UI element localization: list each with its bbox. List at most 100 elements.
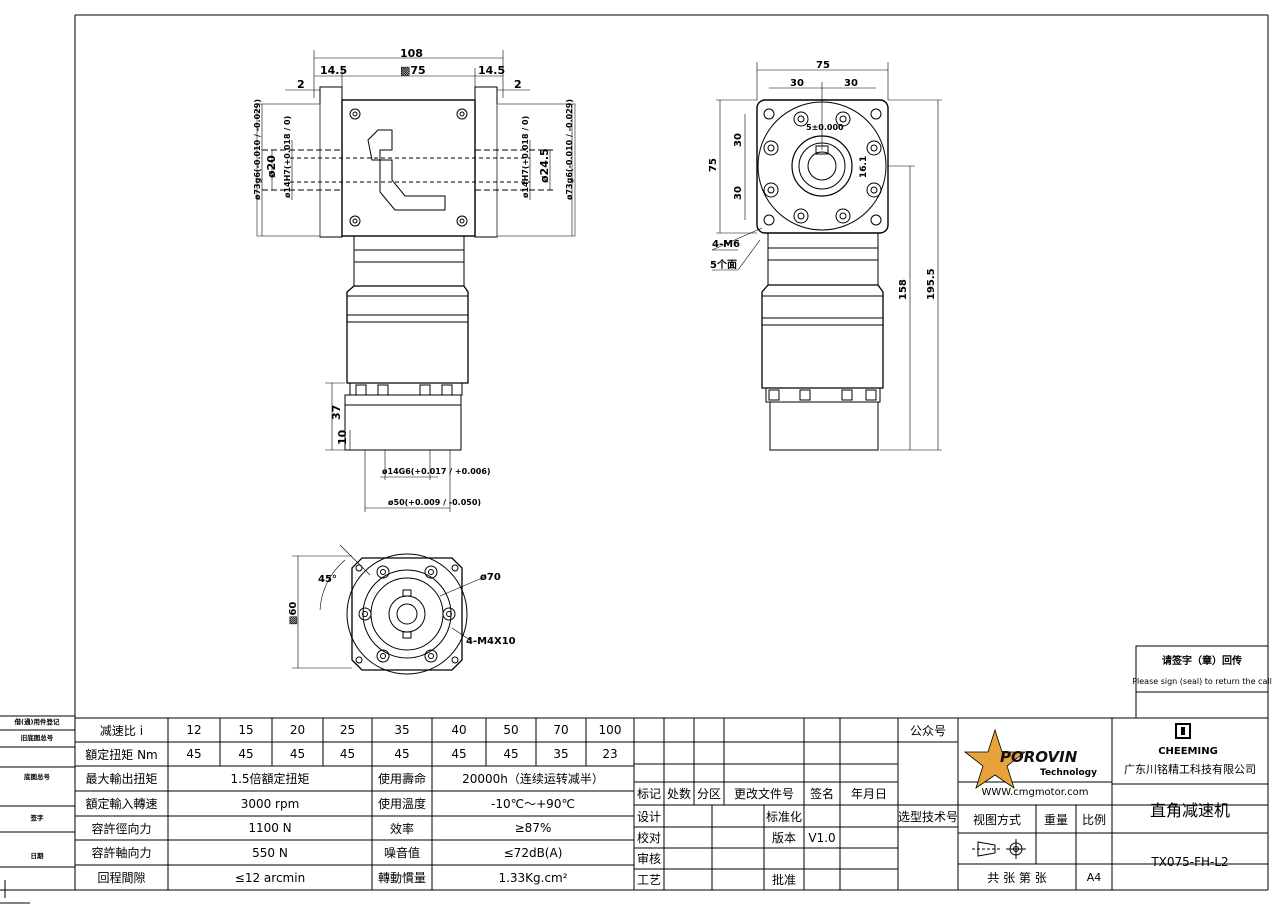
dim-v30a: 30 xyxy=(733,133,744,147)
torque-cell: 45 xyxy=(289,747,306,761)
spec-row-label2: 轉動慣量 xyxy=(377,871,426,885)
rev-review: 审核 xyxy=(637,852,662,866)
spec-row-value: 1100 N xyxy=(248,821,292,835)
spec-row-value2: -10℃～+90℃ xyxy=(491,797,575,811)
rev-design: 设计 xyxy=(637,809,662,824)
product-name: 直角减速机 xyxy=(1149,800,1230,820)
dim-offset-right: 14.5 xyxy=(478,64,505,77)
company-name: 广东川铭精工科技有限公司 xyxy=(1124,763,1256,776)
rev-mark: 标记 xyxy=(636,787,661,801)
dim-input-bore: ø14G6(+0.017 / +0.006) xyxy=(382,467,491,476)
front-view-labels: 108 14.5 ▩75 14.5 2 2 ø73g6(-0.010 / -0.… xyxy=(253,47,574,507)
dim-height-75: 75 xyxy=(708,158,719,172)
torque-cell: 45 xyxy=(238,747,254,761)
spec-row-label: 最大輸出扭矩 xyxy=(85,772,158,786)
dim-input-pilot: ø50(+0.009 / -0.050) xyxy=(388,498,481,507)
torque-cell: 35 xyxy=(553,747,569,761)
ratio-cell: 20 xyxy=(289,723,306,737)
brand-name: POROVIN xyxy=(1000,748,1078,766)
bottom-view xyxy=(292,544,483,675)
dim-pcd: ø70 xyxy=(480,572,501,583)
spec-table-grid xyxy=(75,717,1268,890)
sheet-count: 共 张 第 张 xyxy=(987,870,1047,885)
spec-row-label: 容許軸向力 xyxy=(91,846,152,860)
ratio-cell: 15 xyxy=(238,723,254,737)
label-5-faces: 5个面 xyxy=(710,258,737,271)
torque-cell: 45 xyxy=(503,747,519,761)
dim-158: 158 xyxy=(898,279,909,300)
dim-half-right: 30 xyxy=(844,78,858,89)
torque-cell: 45 xyxy=(339,747,356,761)
dim-side-width: 75 xyxy=(816,60,830,71)
side-view xyxy=(711,62,942,451)
spec-row-label2: 使用溫度 xyxy=(377,797,426,811)
rev-zone: 分区 xyxy=(696,787,721,801)
spec-row-value: 550 N xyxy=(252,845,288,860)
projection-symbol-icon xyxy=(972,839,1026,859)
spec-row-label: 回程間隙 xyxy=(97,871,146,885)
ratio-cell: 70 xyxy=(553,723,569,737)
website: WWW.cmgmotor.com xyxy=(981,786,1089,798)
public-account-label: 公众号 xyxy=(909,723,946,738)
ratio-cell: 100 xyxy=(598,723,622,737)
spec-row-value: ≤12 arcmin xyxy=(234,870,306,885)
bottom-view-labels: 45° ø70 ▩60 4-M4X10 xyxy=(288,572,516,647)
rev-version-value: V1.0 xyxy=(808,830,836,845)
view-method-label: 视图方式 xyxy=(972,812,1021,827)
paper-size: A4 xyxy=(1086,870,1102,884)
rev-version: 版本 xyxy=(771,831,796,845)
torque-cell: 45 xyxy=(394,747,410,761)
dim-shaft-right-b: ø24.5 xyxy=(538,148,551,183)
dim-shaft-right-c: ø73g6(-0.010 / -0.029) xyxy=(565,99,574,200)
dim-overall-width: 108 xyxy=(400,47,423,60)
rev-standardize: 标准化 xyxy=(765,809,802,824)
cheeming-logo: CHEEMING xyxy=(1158,723,1218,757)
dim-shaft-left-a: ø73g6(-0.010 / -0.029) xyxy=(253,99,262,200)
ratio-label: 减速比 i xyxy=(99,723,144,738)
spec-row-value2: 1.33Kg.cm² xyxy=(498,870,568,885)
dim-37: 37 xyxy=(330,405,343,420)
strip-label-0: 借(通)用件登记 xyxy=(14,717,60,726)
dim-gap-left: 2 xyxy=(297,78,305,91)
rev-process: 工艺 xyxy=(637,873,662,887)
return-note-cn: 请签字（章）回传 xyxy=(1162,654,1242,667)
strip-label-3: 签字 xyxy=(30,813,45,822)
spec-row-value: 3000 rpm xyxy=(240,796,300,811)
selection-tech-label: 选型技术号 xyxy=(898,809,959,824)
brand-sub: Technology xyxy=(1040,768,1097,778)
star-logo-icon xyxy=(963,728,1027,789)
spec-row-label2: 效率 xyxy=(389,821,414,836)
spec-row-label2: 使用壽命 xyxy=(377,772,426,786)
ratio-cell: 50 xyxy=(503,723,519,737)
ratio-cell: 25 xyxy=(339,723,356,737)
front-view xyxy=(256,50,576,512)
dim-square-60: ▩60 xyxy=(288,602,299,625)
porovin-logo: POROVIN Technology xyxy=(963,728,1097,789)
spec-row-value2: 20000h（连续运转减半） xyxy=(462,772,604,786)
rev-change-doc: 更改文件号 xyxy=(733,787,794,801)
rev-count: 处数 xyxy=(666,787,691,801)
dim-center-square: ▩75 xyxy=(400,64,426,77)
dim-10: 10 xyxy=(336,429,349,445)
ratio-cell: 40 xyxy=(451,723,467,737)
torque-cell: 45 xyxy=(451,747,467,761)
side-view-labels: 75 30 30 75 30 30 5±0.000 16.1 4-M6 5个面 … xyxy=(708,60,937,300)
rev-date: 年月日 xyxy=(850,787,887,801)
spec-row-label: 容許徑向力 xyxy=(91,821,152,836)
label-4-m4x10: 4-M4X10 xyxy=(466,636,516,647)
strip-label-1: 旧底图总号 xyxy=(21,733,54,742)
dim-half-left: 30 xyxy=(790,78,804,89)
dim-shaft-right-a: ø14H7(+0.018 / 0) xyxy=(521,116,530,198)
spec-row-value2: ≤72dB(A) xyxy=(503,845,563,860)
spec-row-value: 1.5倍額定扭矩 xyxy=(230,772,310,786)
dim-195: 195.5 xyxy=(926,268,937,300)
dim-shaft-left-b: ø20 xyxy=(265,155,278,178)
label-4-m6: 4-M6 xyxy=(712,239,740,250)
torque-cell: 45 xyxy=(186,747,202,761)
model-number: TX075-FH-L2 xyxy=(1151,854,1229,869)
dim-v30b: 30 xyxy=(733,186,744,200)
dim-gap-right: 2 xyxy=(514,78,522,91)
spec-row-label2: 噪音值 xyxy=(383,846,420,860)
torque-cell: 23 xyxy=(602,747,618,761)
